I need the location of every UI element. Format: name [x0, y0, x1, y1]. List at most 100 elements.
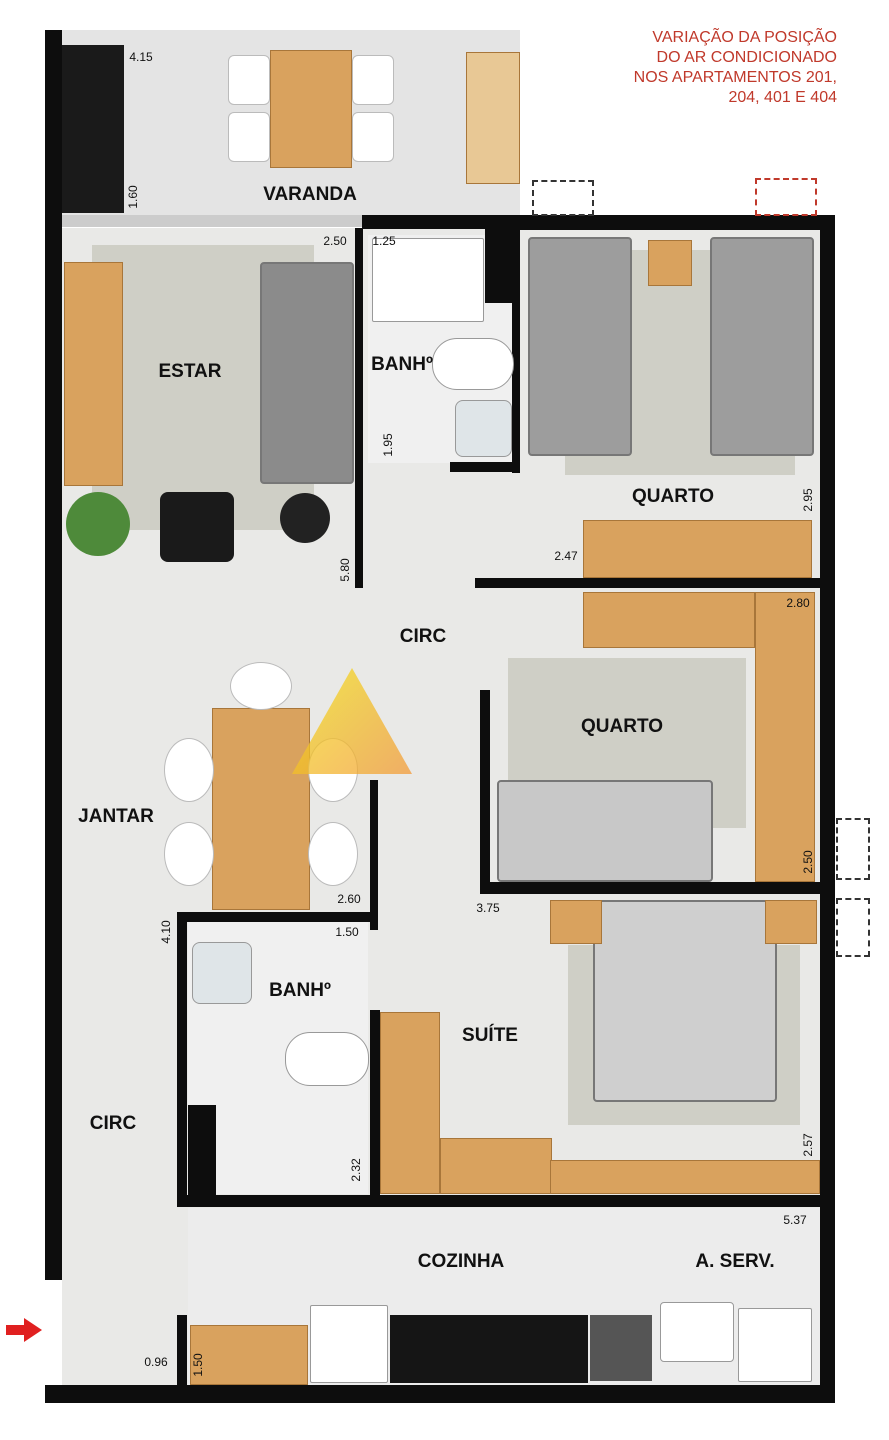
stove [590, 1315, 652, 1381]
wall [475, 578, 825, 588]
dimension: 2.95 [801, 488, 815, 512]
dimension: 2.80 [786, 596, 810, 610]
wardrobe [583, 520, 812, 578]
wall [370, 780, 378, 930]
dimension: 1.50 [335, 925, 359, 939]
ac-variation-note: VARIAÇÃO DA POSIÇÃO DO AR CONDICIONADO N… [634, 28, 837, 108]
dimension: 5.37 [783, 1213, 807, 1227]
wall [820, 215, 835, 1400]
wall [188, 1105, 216, 1195]
shower [372, 238, 484, 322]
varanda-table [270, 50, 352, 168]
wall [62, 215, 362, 227]
chair [308, 822, 358, 886]
dimension: 1.95 [381, 433, 395, 457]
wall [370, 1010, 380, 1200]
fridge [310, 1305, 388, 1383]
plant [66, 492, 130, 556]
bed [710, 237, 814, 456]
sink-counter [390, 1315, 588, 1383]
wall [480, 690, 490, 890]
wall [485, 228, 515, 303]
chair [352, 55, 394, 105]
wall [177, 912, 187, 1207]
dimension: 2.50 [323, 234, 347, 248]
chair [228, 112, 270, 162]
room-label-jantar: JANTAR [78, 806, 154, 827]
varanda-shelf [466, 52, 520, 184]
wall [45, 1385, 835, 1403]
wall [355, 228, 363, 588]
wall [362, 215, 522, 229]
wardrobe [440, 1138, 552, 1194]
entrance-arrow-icon [6, 1318, 42, 1342]
nightstand [550, 900, 602, 944]
note-line: 204, 401 E 404 [728, 89, 837, 106]
room-label-circ: CIRC [399, 626, 447, 647]
bed [528, 237, 632, 456]
dimension: 2.57 [801, 1133, 815, 1157]
washing-machine [738, 1308, 812, 1382]
dimension: 3.75 [476, 901, 500, 915]
ac-position [836, 818, 870, 880]
ac-position [532, 180, 594, 216]
note-line: DO AR CONDICIONADO [656, 49, 837, 66]
room-label-banho: BANHº [371, 354, 433, 375]
laundry-sink [660, 1302, 734, 1362]
dimension: 2.47 [554, 549, 578, 563]
wall [520, 215, 820, 230]
side-table [280, 493, 330, 543]
room-label-circ: CIRC [89, 1113, 137, 1134]
dimension: 4.15 [129, 50, 153, 64]
nightstand [765, 900, 817, 944]
ac-position [755, 178, 817, 216]
ac-position [836, 898, 870, 957]
wall [177, 1195, 827, 1207]
wall [45, 30, 62, 1280]
double-bed [593, 900, 777, 1102]
dimension: 5.80 [338, 558, 352, 582]
sofa [260, 262, 354, 484]
toilet [285, 1032, 369, 1086]
sink [192, 942, 252, 1004]
chair [228, 55, 270, 105]
dimension: 2.32 [349, 1158, 363, 1182]
wardrobe [583, 592, 755, 648]
sink [455, 400, 512, 457]
wall [450, 462, 520, 472]
dimension: 4.10 [159, 920, 173, 944]
dimension: 1.25 [372, 234, 396, 248]
kitchen-counter [190, 1325, 308, 1385]
wall [177, 1315, 187, 1395]
bed [497, 780, 713, 882]
chair [164, 822, 214, 886]
room-label-cozinha: COZINHA [417, 1251, 505, 1272]
wall-varanda-storage [62, 45, 124, 213]
dimension: 2.50 [801, 850, 815, 874]
room-label-varanda: VARANDA [263, 184, 357, 205]
room-label-area-servico: A. SERV. [695, 1251, 775, 1272]
wall [480, 882, 825, 894]
room-label-estar: ESTAR [158, 361, 222, 382]
room-label-quarto: QUARTO [581, 716, 663, 737]
wardrobe [380, 1012, 440, 1194]
armchair [160, 492, 234, 562]
dimension: 1.60 [126, 185, 140, 209]
dimension: 2.60 [337, 892, 361, 906]
toilet [432, 338, 514, 390]
dining-table [212, 708, 310, 910]
nightstand [648, 240, 692, 286]
chair [230, 662, 292, 710]
chair [352, 112, 394, 162]
chair [164, 738, 214, 802]
room-label-suite: SUÍTE [462, 1025, 518, 1046]
dimension: 0.96 [144, 1355, 168, 1369]
tv-panel [550, 1160, 820, 1194]
wall [177, 912, 377, 922]
note-line: VARIAÇÃO DA POSIÇÃO [652, 29, 837, 46]
wall [512, 228, 520, 473]
desk [755, 592, 815, 882]
dimension: 1.50 [191, 1353, 205, 1377]
room-label-banho: BANHº [269, 980, 331, 1001]
tv-rack [64, 262, 123, 486]
